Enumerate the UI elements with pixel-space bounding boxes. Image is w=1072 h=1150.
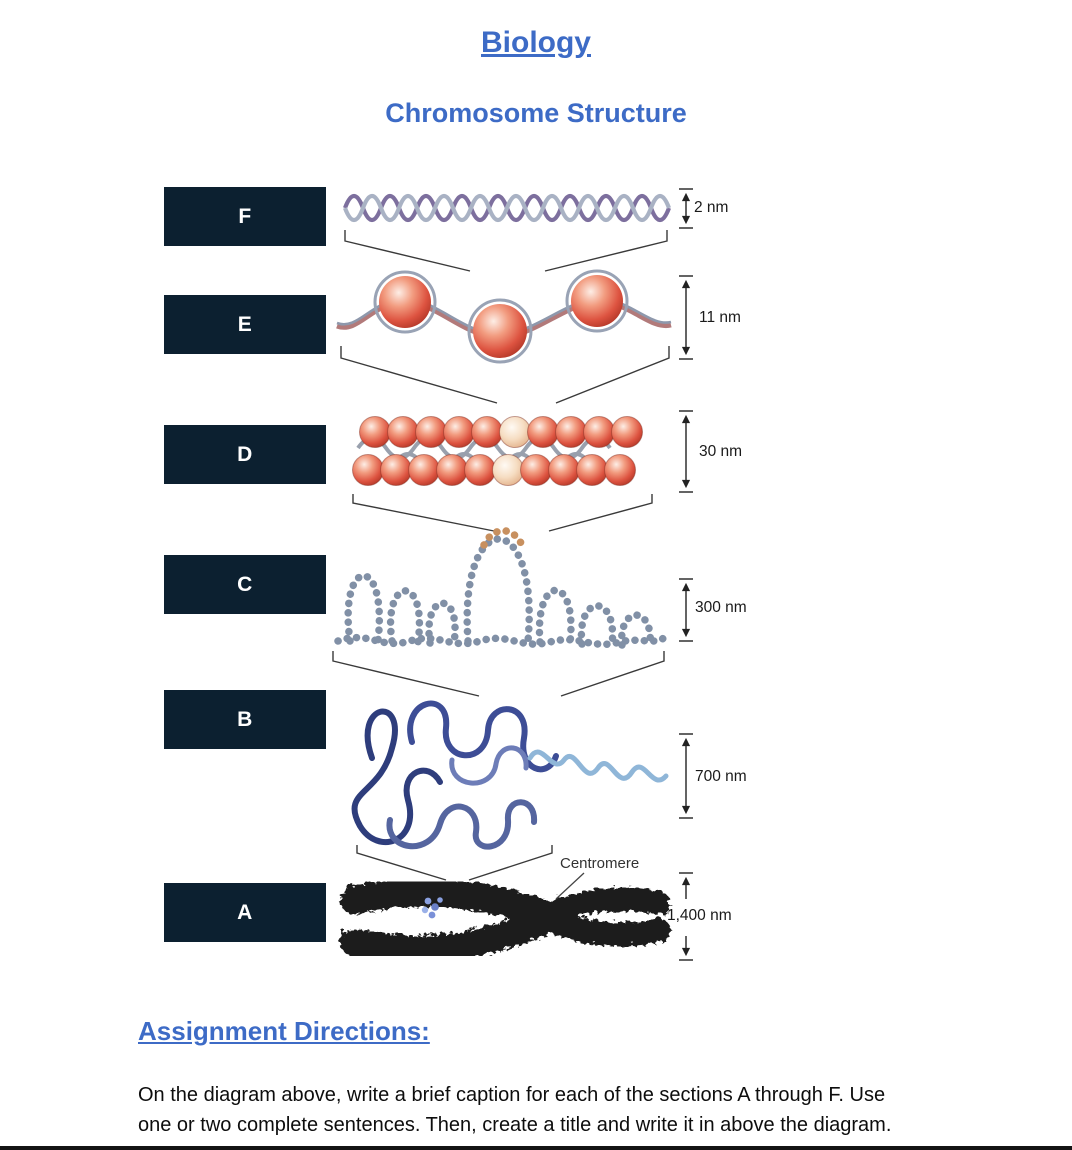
measurement-300nm: 300 nm bbox=[679, 578, 747, 642]
svg-text:30 nm: 30 nm bbox=[699, 443, 742, 460]
condensed-chromatin bbox=[351, 700, 669, 850]
measurement-11nm: 11 nm bbox=[679, 275, 741, 360]
chromosome-figure: Centromere 2 nm 11 nm bbox=[332, 188, 747, 962]
svg-text:1,400 nm: 1,400 nm bbox=[667, 907, 732, 924]
page-subtitle: Chromosome Structure bbox=[385, 98, 687, 128]
looped-domains bbox=[334, 527, 668, 650]
measurement-2nm: 2 nm bbox=[679, 188, 728, 229]
page-title: Biology bbox=[481, 26, 591, 59]
label-box-b-letter: B bbox=[237, 707, 253, 731]
measurement-30nm: 30 nm bbox=[679, 410, 742, 493]
measurement-indicators: 2 nm 11 nm 30 nm bbox=[667, 188, 747, 961]
label-box-a-letter: A bbox=[237, 900, 253, 924]
directions-body: On the diagram above, write a brief capt… bbox=[138, 1080, 891, 1140]
label-box-d-letter: D bbox=[237, 442, 253, 466]
svg-text:300 nm: 300 nm bbox=[695, 599, 747, 616]
svg-text:11 nm: 11 nm bbox=[699, 309, 741, 326]
directions-line-2: one or two complete sentences. Then, cre… bbox=[138, 1114, 892, 1136]
directions-heading: Assignment Directions: bbox=[138, 1016, 430, 1046]
directions-line-1: On the diagram above, write a brief capt… bbox=[138, 1084, 886, 1106]
label-box-a[interactable]: A bbox=[165, 884, 325, 941]
nucleosome-string bbox=[336, 269, 672, 364]
metaphase-chromosome bbox=[338, 876, 668, 962]
label-box-c[interactable]: C bbox=[165, 556, 325, 613]
label-box-d[interactable]: D bbox=[165, 426, 325, 483]
chromosome-diagram: Centromere 2 nm 11 nm bbox=[0, 160, 1072, 990]
page-bottom-edge bbox=[0, 1146, 1072, 1150]
label-box-e-letter: E bbox=[237, 312, 253, 336]
label-box-f[interactable]: F bbox=[165, 188, 325, 245]
centromere-label: Centromere bbox=[560, 855, 639, 872]
chromatin-fiber-30nm bbox=[352, 416, 643, 486]
measurement-700nm: 700 nm bbox=[679, 733, 747, 819]
centromere-annotation: Centromere bbox=[555, 855, 639, 900]
chromosome-banding-mark bbox=[421, 897, 443, 919]
svg-text:700 nm: 700 nm bbox=[695, 768, 747, 785]
label-box-b[interactable]: B bbox=[165, 691, 325, 748]
svg-text:2 nm: 2 nm bbox=[694, 199, 728, 216]
measurement-1400nm: 1,400 nm bbox=[667, 872, 732, 961]
zoom-connector-lines bbox=[332, 230, 670, 881]
label-box-c-letter: C bbox=[237, 572, 253, 596]
dna-double-helix bbox=[343, 193, 671, 223]
label-box-f-letter: F bbox=[238, 204, 252, 228]
label-box-e[interactable]: E bbox=[165, 296, 325, 353]
